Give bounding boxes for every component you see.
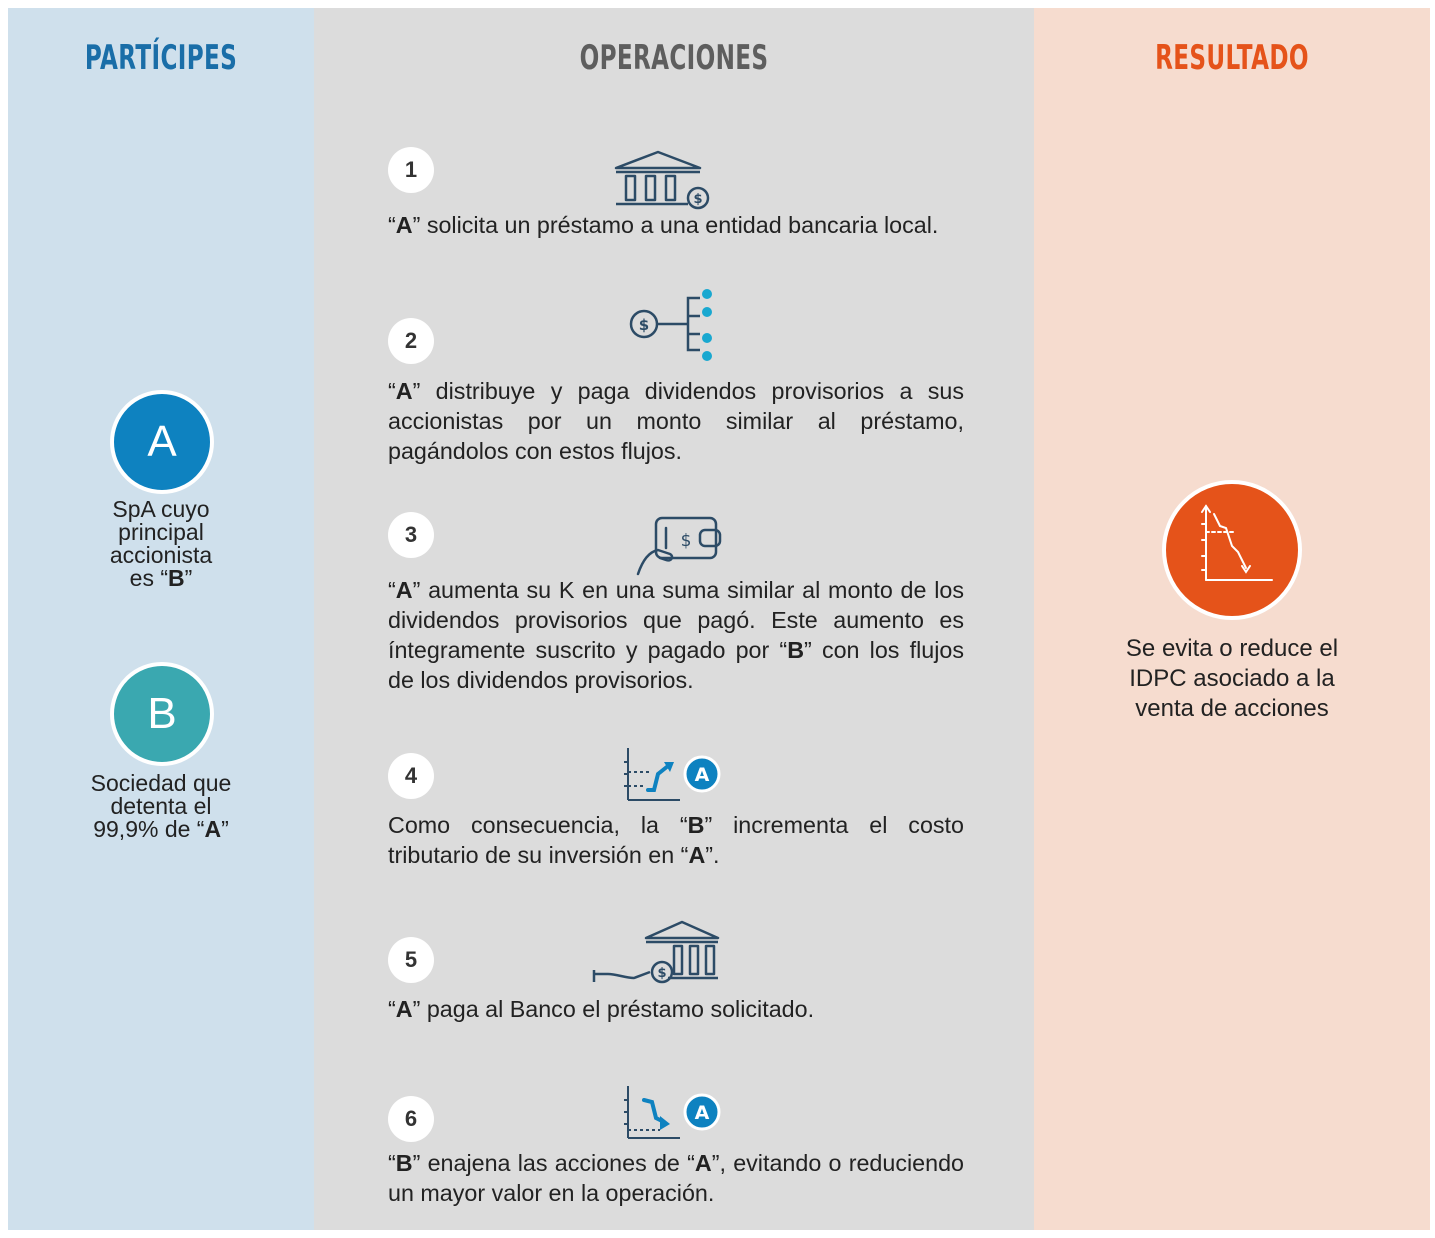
participant-b-letter: B [147,689,177,738]
result-title: RESULTADO [1155,38,1309,78]
bank-repayment-icon: $ [592,920,720,984]
bold-fragment: B [395,1150,413,1176]
step-description: Como consecuencia, la “B” incrementa el … [388,810,964,870]
result-line: venta de acciones [1135,695,1329,722]
participant-a-badge: A [110,390,214,494]
step-number: 5 [388,937,434,983]
bold-fragment: A [204,816,222,842]
step-description: “A” paga al Banco el préstamo solicitado… [388,994,964,1024]
decrease-chart-icon: A [624,1086,721,1139]
text-fragment: es “ [129,565,169,591]
operations-title: OPERACIONES [579,38,769,78]
participant-b-badge: B [110,662,214,766]
text-fragment: “ [388,378,396,404]
text-fragment: “ [388,212,396,238]
text-fragment: “ [388,1150,396,1176]
bold-fragment: A [395,212,413,238]
participants-column: PARTÍCIPES A SpA cuyo principal accionis… [8,8,314,1230]
decline-chart-icon [1201,504,1273,581]
svg-text:$: $ [657,966,666,981]
step-badge: A [695,764,710,786]
step-badge: A [695,1102,710,1124]
text-fragment: ” distribuye y paga dividendos provisori… [388,378,964,464]
text-fragment: ”. [705,842,720,868]
svg-text:$: $ [693,192,702,207]
text-fragment: ” [221,816,229,842]
result-line: IDPC asociado a la [1129,665,1335,692]
participant-b-line: Sociedad que [90,770,232,796]
text-fragment: ” solicita un préstamo a una entidad ban… [412,212,939,238]
participant-a-line: es “B” [41,567,281,590]
text-fragment: 99,9% de “ [93,816,205,842]
bold-fragment: A [395,378,413,404]
text-fragment: Como consecuencia, la “ [388,812,688,838]
wallet-payment-icon: $ [636,516,722,576]
step-number: 4 [388,753,434,799]
operations-column: OPERACIONES 1 $ “A” solicita un préstamo… [314,8,1034,1230]
step-number: 3 [388,512,434,558]
step-description: “A” distribuye y paga dividendos proviso… [388,376,964,466]
participant-a-description: SpA cuyo principal accionista es “B” [41,498,281,590]
svg-text:$: $ [681,531,692,551]
text-fragment: ” [184,565,193,591]
participant-a-line: accionista [109,542,213,568]
bold-fragment: A [688,842,706,868]
text-fragment: “ [388,577,396,603]
step-number: 1 [388,147,434,193]
text-fragment: ”, evitando o reduciendo un mayor valor … [388,1150,964,1206]
step-number: 6 [388,1096,434,1142]
result-description: Se evita o reduce el IDPC asociado a la … [1074,634,1390,724]
bold-fragment: A [395,577,413,603]
bold-fragment: B [687,812,705,838]
step-description: “A” aumenta su K en una suma similar al … [388,575,964,695]
text-fragment: ” enajena las acciones de “ [412,1150,695,1176]
bank-coin-icon: $ [614,150,710,210]
step-description: “B” enajena las acciones de “A”, evitand… [388,1148,964,1208]
bold-fragment: B [168,565,185,591]
bold-fragment: A [395,996,413,1022]
participant-a-letter: A [147,417,177,466]
participant-a-line: principal [118,519,204,545]
text-fragment: ” aumenta su K en una suma similar al mo… [388,577,964,663]
step-number: 2 [388,318,434,364]
participant-b-description: Sociedad que detenta el 99,9% de “A” [41,772,281,841]
participant-b-line: 99,9% de “A” [41,818,281,841]
text-fragment: ” incrementa el costo tributario de su i… [388,812,964,868]
result-line: Se evita o reduce el [1125,635,1339,662]
text-fragment: ” con los flujos de los dividendos provi… [388,637,964,693]
dividend-distribution-icon: $ [629,289,712,361]
text-fragment: ” paga al Banco el préstamo solicitado. [412,996,815,1022]
participants-title: PARTÍCIPES [84,38,238,78]
text-fragment: “ [388,996,396,1022]
bold-fragment: A [694,1150,712,1176]
participant-b-line: detenta el [110,793,212,819]
participant-a-line: SpA cuyo [112,496,210,522]
result-column: RESULTADO Se evita o reduce el IDPC asoc… [1034,8,1430,1230]
result-badge [1162,480,1302,620]
bold-fragment: B [787,637,805,663]
step-description: “A” solicita un préstamo a una entidad b… [388,210,964,240]
svg-text:$: $ [639,316,649,334]
increase-chart-icon: A [624,748,721,801]
